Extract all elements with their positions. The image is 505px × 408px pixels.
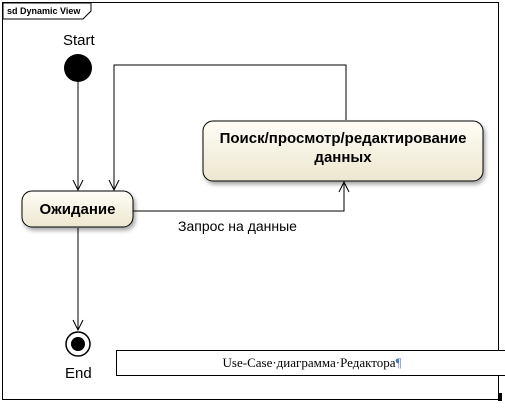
arrowhead-start-to-waiting <box>72 179 84 192</box>
caption-text: Use-Case·диаграмма·Редактора <box>222 355 396 370</box>
diagram-frame <box>2 2 499 400</box>
end-label: End <box>65 365 92 382</box>
corner-mark <box>498 393 502 401</box>
start-label: Start <box>63 32 96 49</box>
final-node-core <box>71 337 85 351</box>
state-search-label-line2: данных <box>314 149 372 166</box>
edge-waiting-to-search <box>133 182 345 212</box>
caption-box[interactable]: Use-Case·диаграмма·Редактора¶ <box>116 350 505 376</box>
arrowhead-waiting-to-end <box>72 319 84 332</box>
initial-node <box>64 54 92 82</box>
state-search[interactable] <box>202 120 484 182</box>
frame-title: sd Dynamic View <box>7 6 81 16</box>
edge-search-to-waiting <box>113 64 347 190</box>
arrowhead-waiting-to-search <box>338 180 350 193</box>
frame-tab <box>2 2 92 20</box>
state-search-label-line1: Поиск/просмотр/редактирование <box>220 130 467 147</box>
transition-label-request: Запрос на данные <box>178 218 297 234</box>
state-waiting[interactable] <box>21 190 134 228</box>
arrowhead-search-to-waiting <box>108 179 120 192</box>
state-waiting-label: Ожидание <box>39 201 115 218</box>
pilcrow-mark: ¶ <box>395 355 402 370</box>
